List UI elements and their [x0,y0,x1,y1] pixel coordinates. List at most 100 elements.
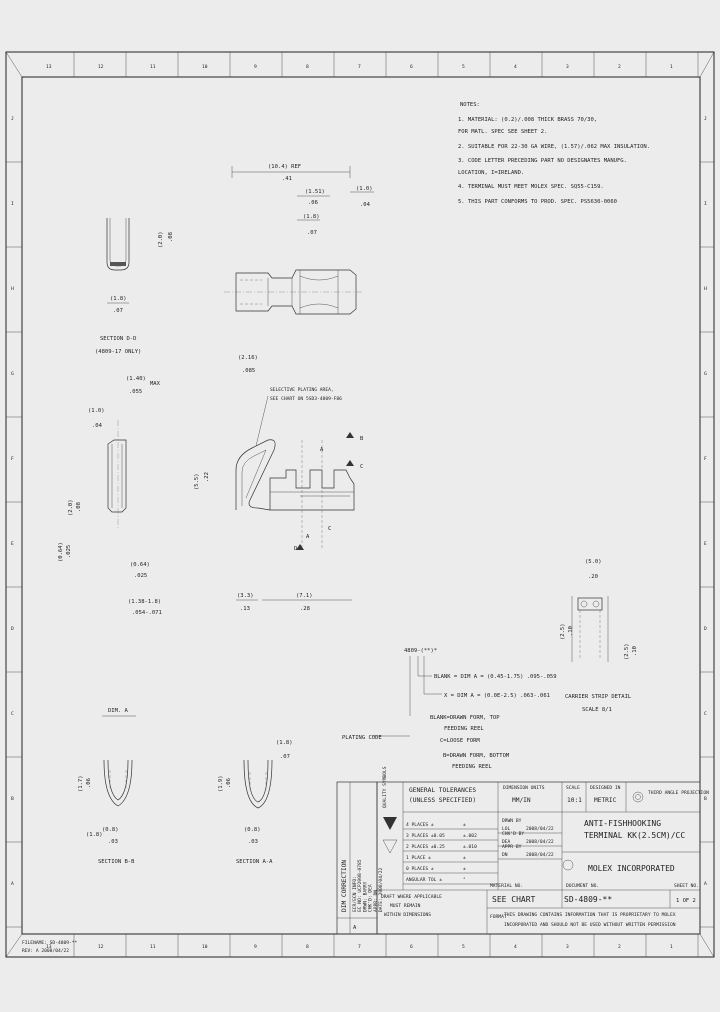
section-bb-title: SECTION B-B [98,859,135,865]
zone-bottom: 3 [566,944,569,950]
zone-top: 4 [514,64,517,70]
zone-right: C [704,711,707,717]
zone-right: A [704,881,707,887]
zone-top: 8 [306,64,309,70]
part-title-2: TERMINAL KK(2.5CM)/CC [584,831,685,840]
tolerance-in: ° [463,877,466,883]
label-a-top: A [320,447,324,453]
zone-right: J [704,116,707,122]
approval-name: DEA [502,839,511,845]
projection-icon [632,791,644,803]
zone-top: 6 [410,64,413,70]
frame-corner-bl [5,933,23,958]
revision-line: DATE: 2008/04/22 [378,868,384,912]
front-view: (1.40) MAX .055 (1.0) .04 (0.64) .025 (1… [58,376,162,616]
dim-064: (0.64) [130,562,150,568]
bb-thick: (1.8) [86,832,103,838]
notes-block: NOTES: 1. MATERIAL: (0.2)/.008 THICK BRA… [458,102,650,205]
zone-top: 12 [98,64,104,70]
zone-left: G [11,371,14,377]
zone-right: H [704,286,707,292]
zone-left: J [11,116,14,122]
side-view: A B C A C D (3.3) .13 (7.1) .28 (5.5) .2… [194,355,364,612]
dim-101: (1.0) [356,186,373,192]
zone-left: I [11,201,14,207]
tolerance-mm: 3 PLACES ±0.05 [406,833,445,839]
dim-330: (3.3) [237,593,254,599]
tolerance-in: ± [463,856,466,861]
part-base: 4809-(**)* [404,648,437,654]
zone-top: 13 [46,64,52,70]
dim-710: (7.1) [296,593,313,599]
zone-right: G [704,371,707,377]
quality-symbols-label: QUALITY SYMBOLS [382,766,388,808]
company-name: MOLEX INCORPORATED [588,864,675,873]
footer-line-1: FILENAME: SD-4809-** [22,940,78,946]
note-line: 5. THIS PART CONFORMS TO PROD. SPEC. PS5… [458,199,617,205]
zone-left: F [11,456,14,462]
zone-right: B [704,796,707,802]
approval-name: DN [502,852,508,858]
zone-bottom: 7 [358,944,361,950]
zone-top: 7 [358,64,361,70]
section-dd-note: (4809-17 ONLY) [95,349,141,355]
proprietary-1: THIS DRAWING CONTAINS INFORMATION THAT I… [504,912,676,918]
zone-left: A [11,881,14,887]
part-x-line: X = DIM A = (0.0E-2.5) .063-.061 [444,693,550,699]
aa-top: (1.8) [276,740,293,746]
zone-bottom: 1 [670,944,673,950]
label-a-bottom: A [306,534,310,540]
zone-bottom: 8 [306,944,309,950]
dim-a-label: DIM. A [108,708,129,714]
section-dd: (1.8) .07 SECTION D-D (4809-17 ONLY) (2.… [95,218,174,355]
dim-100-in: .04 [92,423,103,429]
tolerance-mm: ANGULAR TOL ± [406,877,442,883]
carrier-strip: (5.0) .20 (2.5) .10 (2.5) .10 CARRIER ST… [560,559,638,713]
revision-line: APPR: DN [373,890,379,912]
top-view: (10.4) REF .41 (1.51) .06 (1.0) .04 (1.8… [224,164,374,315]
carrier-width-in: .20 [588,574,598,580]
proprietary-2: INCORPORATED AND SHOULD NOT BE USED WITH… [504,922,676,928]
zone-right: I [704,201,707,207]
bb-height-in: .06 [86,778,92,788]
dimension-units-label: DIMENSION UNITS [503,785,545,791]
approval-date: 2008/04/22 [526,839,554,845]
aa-width: (0.8) [244,827,261,833]
aa-height: (1.9) [218,775,224,792]
section-bb: DIM. A (1.7) .06 (0.8) .03 (1.8) SECTION… [78,708,136,865]
footer-line-2: REV: A 2008/04/22 [22,948,69,954]
tolerance-in: ±.010 [463,844,477,850]
carrier-pitch: (2.5) [624,643,630,660]
frame-corner-tl [5,51,23,78]
dim-064-in: .025 [134,573,147,579]
section-aa: (1.8) .07 (1.9) .06 (0.8) .03 SECTION A-… [218,740,293,865]
zone-bottom: 9 [254,944,257,950]
revision-letter: A [353,925,357,931]
zone-bottom: 5 [462,944,465,950]
zone-right: F [704,456,707,462]
dim-064b-in: .025 [66,545,72,558]
revision-line: ECR/ECN INFO: [352,876,358,912]
label-c-top: C [360,464,363,470]
carrier-title: CARRIER STRIP DETAIL [565,694,632,700]
label-d-bottom: D [294,546,297,552]
zone-top: 1 [670,64,673,70]
doc-label: DOCUMENT NO. [566,883,599,889]
zone-left: C [11,711,14,717]
part-b-desc-1: B=DRAWN FORM, BOTTOM [443,753,510,759]
part-blank-desc-1: BLANK=DRAWN FORM, TOP [430,715,500,721]
dim-side: (2.0) [68,499,74,516]
note-line: 1. MATERIAL: (0.2)/.008 THICK BRASS 70/3… [458,117,597,123]
dim-ref-length: (10.4) REF [268,164,301,170]
tolerance-mm: 4 PLACES ± [406,822,434,828]
zone-left: H [11,286,14,292]
dim-side-in: .08 [76,502,82,512]
dim-064b: (0.64) [58,542,64,562]
section-dd-title: SECTION D-D [100,336,136,342]
part-c-desc: C=LOOSE FORM [440,738,480,744]
draft-note-3: WITHIN DIMENSIONS [384,912,431,918]
zone-right: D [704,626,707,632]
section-aa-title: SECTION A-A [236,859,273,865]
zone-bottom: 6 [410,944,413,950]
